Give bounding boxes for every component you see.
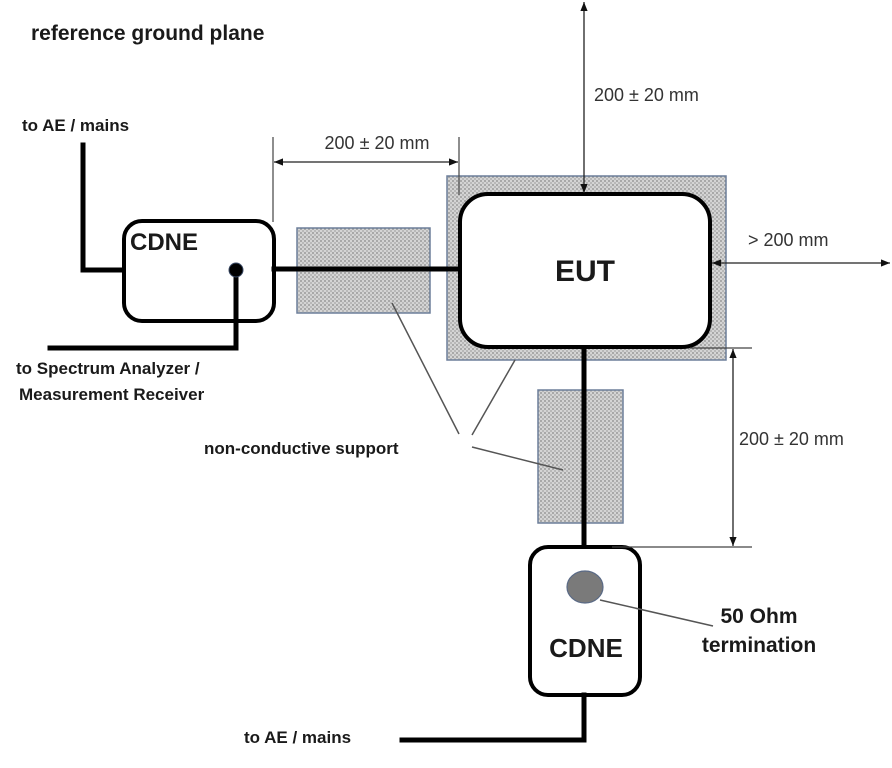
cdne-bottom-block [528,545,642,697]
termination-label-line2: termination [702,634,816,657]
measurement-port-icon [228,262,244,278]
ae-mains-cable-top [80,142,127,273]
dim-label-eut-cdne: 200 ± 20 mm [739,429,844,449]
support-leader-bottom [471,446,564,471]
to-ae-mains-label-bottom: to AE / mains [244,728,351,747]
termination-leader-line [599,599,714,627]
ae-mains-cable-bottom [399,692,587,743]
to-spectrum-label-line1: to Spectrum Analyzer / [16,359,200,378]
dim-label-eut-right: > 200 mm [748,230,829,250]
dim-label-eut-top: 200 ± 20 mm [594,85,699,105]
support-leader-left [391,302,460,435]
termination-label-line1: 50 Ohm [720,605,797,628]
dim-label-cdne-eut: 200 ± 20 mm [325,133,430,153]
ground-plane-title: reference ground plane [31,22,264,45]
cable-support-vertical [537,389,624,524]
to-spectrum-label-line2: Measurement Receiver [19,385,205,404]
support-leader-eut [471,359,516,436]
spectrum-analyzer-cable [47,267,239,351]
termination-50-ohm-icon [566,570,604,604]
cdne-left-label: CDNE [130,229,198,256]
to-ae-mains-label-top: to AE / mains [22,116,129,135]
non-conductive-support-label: non-conductive support [204,439,399,458]
cdne-bottom-label: CDNE [549,633,623,663]
eut-label: EUT [555,255,615,288]
